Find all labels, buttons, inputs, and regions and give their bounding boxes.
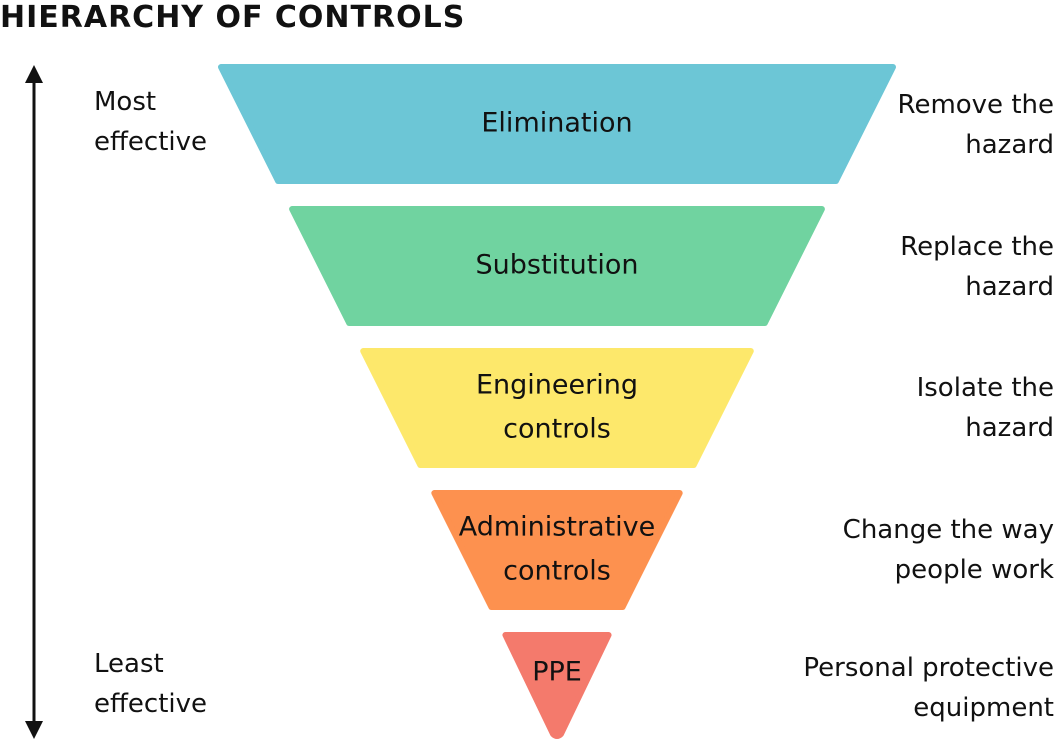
tier-engineering (360, 348, 754, 468)
most-effective-label: Most effective (94, 87, 208, 157)
tier-administrative (431, 490, 683, 610)
tier-description-ppe: Personal protective equipment (803, 653, 1054, 723)
least-effective-label: Least effective (94, 649, 208, 719)
tier-label-elimination: Elimination (481, 108, 632, 139)
diagram-title: Hierarchy of Controls (0, 0, 466, 35)
tier-ppe (502, 632, 612, 739)
tier-label-engineering: controls (503, 414, 611, 445)
tier-description-elimination: Remove the hazard (897, 90, 1054, 160)
tier-description-administrative: Change the way people work (842, 515, 1054, 585)
tier-label-ppe: PPE (532, 657, 582, 688)
tier-description-substitution: Replace the hazard (900, 232, 1054, 302)
tier-label-administrative: Administrative (459, 512, 656, 543)
tier-label-administrative: controls (503, 556, 611, 587)
tier-description-engineering: Isolate the hazard (916, 373, 1054, 443)
tier-label-substitution: Substitution (476, 250, 639, 281)
tier-label-engineering: Engineering (476, 370, 638, 401)
tier-elimination (218, 64, 896, 184)
tier-substitution (289, 206, 825, 326)
